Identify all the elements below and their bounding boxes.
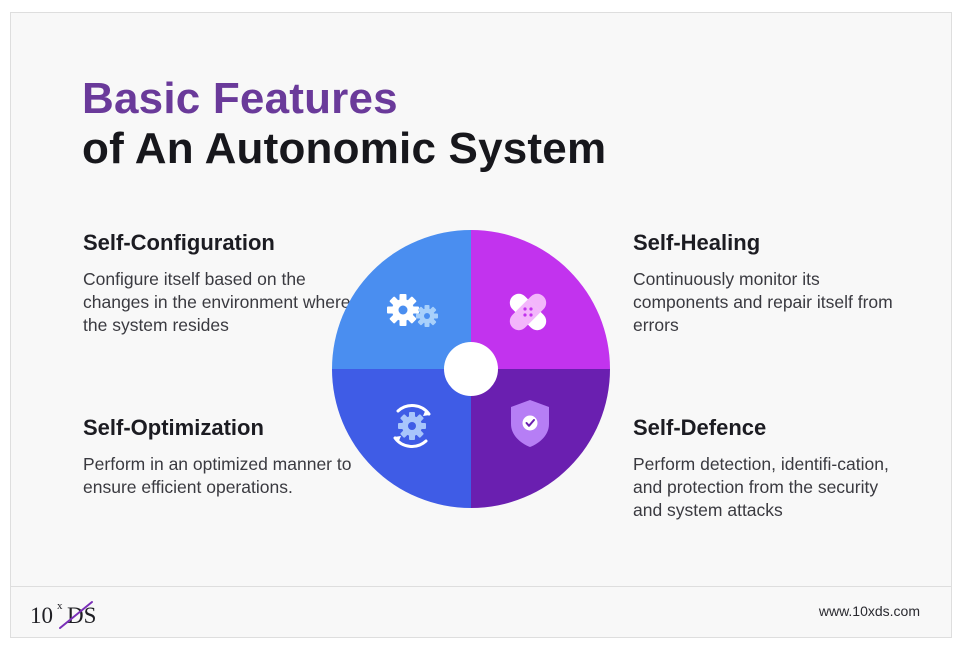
- gear-refresh-icon: [393, 404, 431, 448]
- features-wheel: [332, 230, 610, 508]
- bandage-icon: [509, 293, 547, 331]
- feature-self-optimization: Self-Optimization Perform in an optimize…: [83, 415, 353, 499]
- website-link[interactable]: www.10xds.com: [818, 603, 920, 619]
- feature-self-configuration: Self-Configuration Configure itself base…: [83, 230, 353, 337]
- logo-superscript: x: [57, 600, 63, 612]
- feature-description: Perform in an optimized manner to ensure…: [83, 454, 352, 497]
- brand-logo: 10 x DS: [30, 600, 96, 629]
- feature-description: Perform detection, identifi-cation, and …: [633, 454, 889, 520]
- footer-divider: [10, 586, 952, 587]
- wheel-center-hole: [444, 342, 498, 396]
- logo-suffix: DS: [67, 603, 96, 628]
- gears-icon: [387, 294, 438, 327]
- logo-swoosh: [59, 601, 93, 629]
- feature-heading: Self-Healing: [633, 230, 761, 255]
- feature-heading: Self-Configuration: [83, 230, 275, 255]
- logo-number: 10: [30, 603, 53, 628]
- feature-self-healing: Self-Healing Continuously monitor its co…: [633, 230, 903, 337]
- title-line-1: Basic Features: [82, 74, 398, 123]
- feature-heading: Self-Optimization: [83, 415, 264, 440]
- feature-description: Continuously monitor its components and …: [633, 269, 893, 335]
- feature-description: Configure itself based on the changes in…: [83, 269, 351, 335]
- title-line-2: of An Autonomic System: [82, 124, 607, 173]
- shield-check-icon: [511, 400, 549, 447]
- quadrant-self-optimization: [332, 369, 471, 508]
- feature-heading: Self-Defence: [633, 415, 767, 440]
- feature-self-defence: Self-Defence Perform detection, identifi…: [633, 415, 908, 522]
